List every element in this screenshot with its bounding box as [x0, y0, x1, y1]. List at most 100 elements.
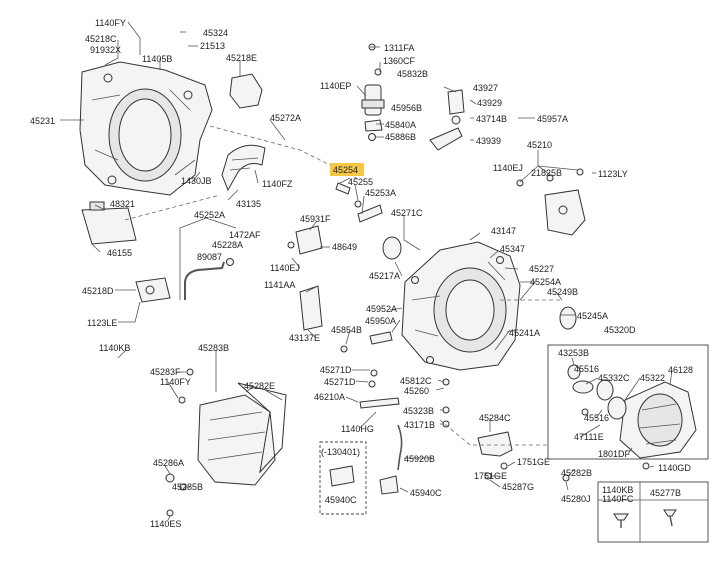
- label-1140FZ: 1140FZ: [262, 179, 293, 189]
- bracket-45218E: [229, 73, 263, 109]
- label-1311FA: 1311FA: [384, 43, 414, 53]
- label-1140GD: 1140GD: [658, 463, 691, 473]
- label-45245A: 45245A: [577, 311, 608, 321]
- label-45252A: 45252A: [194, 210, 225, 220]
- label-45516-b: 45516: [584, 413, 609, 423]
- label-1140HG: 1140HG: [341, 424, 374, 434]
- label-11405B: 11405B: [142, 54, 172, 64]
- transaxle-case-center: [382, 236, 577, 371]
- label-45282E: 45282E: [244, 381, 275, 391]
- label-43147: 43147: [491, 226, 516, 236]
- label-45254: 45254: [333, 165, 358, 175]
- label-45324: 45324: [203, 28, 228, 38]
- bolt-table: [597, 481, 709, 543]
- label-45322: 45322: [640, 373, 665, 383]
- label-43927: 43927: [473, 83, 498, 93]
- lever-43929: [429, 89, 465, 151]
- variant-box-130401: [319, 441, 367, 515]
- label-1360CF: 1360CF: [383, 56, 416, 66]
- label-45255: 45255: [348, 177, 373, 187]
- bracket-45931F: [287, 225, 323, 255]
- label-45210: 45210: [527, 140, 552, 150]
- label-45271D-2: 45271D: [324, 377, 356, 387]
- label-45812C: 45812C: [400, 376, 432, 386]
- label-45347: 45347: [500, 244, 525, 254]
- label-45940C-inset: 45940C: [325, 495, 357, 505]
- bracket-45218D: [135, 277, 171, 303]
- label-45286A: 45286A: [153, 458, 184, 468]
- label-45284C: 45284C: [479, 413, 511, 423]
- label-45323B: 45323B: [403, 406, 434, 416]
- bracket-45284C: [477, 431, 513, 480]
- label-45218E: 45218E: [226, 53, 257, 63]
- label-43253B: 43253B: [558, 348, 589, 358]
- label-45227: 45227: [529, 264, 554, 274]
- label-45218C: 45218C: [85, 34, 117, 44]
- label-45832B: 45832B: [397, 69, 428, 79]
- label-1140EJ-left: 1140EJ: [270, 263, 300, 273]
- label-1430JB: 1430JB: [181, 176, 212, 186]
- valve-assembly-45956B: [361, 43, 385, 141]
- label-45282B: 45282B: [561, 468, 592, 478]
- pin-45254: [335, 182, 383, 223]
- label-45249B: 45249B: [547, 287, 578, 297]
- transaxle-housing-45231: [79, 61, 213, 196]
- label-21825B: 21825B: [531, 168, 562, 178]
- label-45332C: 45332C: [598, 373, 630, 383]
- label-45516-a: 45516: [574, 364, 599, 374]
- label-43171B: 43171B: [404, 420, 435, 430]
- label-45283F: 45283F: [150, 367, 181, 377]
- cover-43137E: [299, 285, 323, 331]
- label-1140KB-left: 1140KB: [99, 343, 130, 353]
- side-cover-45283B: [165, 368, 287, 517]
- label-1140FC: 1140FC: [602, 494, 634, 504]
- label-1140FY-top: 1140FY: [95, 18, 126, 28]
- label-45940C: 45940C: [410, 488, 442, 498]
- label-21513: 21513: [200, 41, 225, 51]
- label-45228A: 45228A: [212, 240, 243, 250]
- cover-assembly-45320D: [562, 364, 697, 482]
- label-1140ES: 1140ES: [150, 519, 181, 529]
- leader-lines: [60, 21, 673, 521]
- label-1140EP: 1140EP: [320, 81, 351, 91]
- tube-45252A: [184, 258, 234, 300]
- label-1123LY: 1123LY: [598, 169, 628, 179]
- label-1140EJ-right: 1140EJ: [493, 163, 523, 173]
- label-45271D: 45271D: [320, 365, 352, 375]
- label-48649: 48649: [332, 242, 357, 252]
- label-45241A: 45241A: [509, 328, 540, 338]
- label-45920B: 45920B: [404, 454, 435, 464]
- label-45272A: 45272A: [270, 113, 301, 123]
- label-45952A: 45952A: [366, 304, 397, 314]
- label-46128: 46128: [668, 365, 693, 375]
- label-1123LE: 1123LE: [87, 318, 117, 328]
- shaft-parts-45812C: [340, 331, 450, 495]
- label-45285B: 45285B: [172, 482, 203, 492]
- highlight-45254: [330, 163, 364, 176]
- label-45283B: 45283B: [198, 343, 229, 353]
- label-47111E: 47111E: [574, 432, 604, 442]
- label-45254A: 45254A: [530, 277, 561, 287]
- label-43137E: 43137E: [289, 333, 320, 343]
- label-45840A: 45840A: [385, 120, 416, 130]
- label-43939: 43939: [476, 136, 501, 146]
- label-45280J: 45280J: [561, 494, 591, 504]
- variant-bracket: [329, 465, 355, 487]
- label-45854B: 45854B: [331, 325, 362, 335]
- label-1141AA: 1141AA: [264, 280, 295, 290]
- label-1140FY-bottom: 1140FY: [160, 377, 191, 387]
- label-45957A: 45957A: [537, 114, 568, 124]
- assembly-box-45320D: [547, 344, 709, 460]
- label-45277B: 45277B: [650, 488, 681, 498]
- label-45231: 45231: [30, 116, 55, 126]
- label-46155: 46155: [107, 248, 132, 258]
- shield-43135: [221, 144, 266, 192]
- label-43135: 43135: [236, 199, 261, 209]
- label-45218D: 45218D: [82, 286, 114, 296]
- label-45320D: 45320D: [604, 325, 636, 335]
- label-43929: 43929: [477, 98, 502, 108]
- label-1801DF: 1801DF: [598, 449, 631, 459]
- label-45253A: 45253A: [365, 188, 396, 198]
- label-1472AF: 1472AF: [229, 230, 261, 240]
